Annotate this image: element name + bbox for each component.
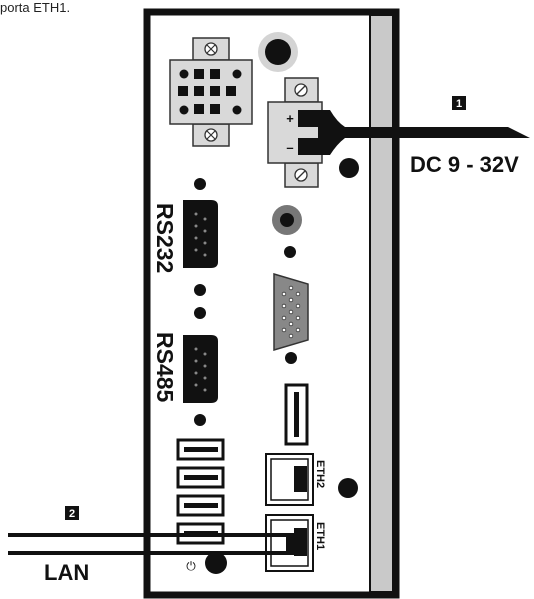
eth1-label: ETH1 (314, 522, 326, 550)
eth2-screw-dot (338, 478, 358, 498)
dc-voltage-label: DC 9 - 32V (410, 152, 519, 177)
callout-1-number: 1 (456, 98, 462, 110)
power-symbol: ⏻ (186, 559, 196, 573)
rs232-label: RS232 (152, 203, 178, 273)
lan-label: LAN (44, 560, 89, 585)
callout-1: 1 (452, 96, 466, 110)
power-button: ⏻ (186, 552, 227, 574)
multi-pin-connector (169, 37, 253, 147)
rs232-port: RS232 (152, 178, 218, 296)
usb-port-vertical (284, 383, 309, 446)
callout-2-number: 2 (69, 508, 75, 520)
audio-jack (272, 205, 302, 258)
rs485-label: RS485 (152, 332, 178, 403)
dc-plus-label: + (286, 111, 294, 126)
vga-port (273, 272, 309, 364)
callout-2: 2 (65, 506, 79, 520)
power-button-knob (205, 552, 227, 574)
rs485-port: RS485 (152, 307, 218, 426)
dc-minus-label: – (286, 140, 293, 155)
lan-cable (8, 533, 294, 555)
round-knob (258, 32, 298, 72)
caption-text: porta ETH1. (0, 0, 71, 15)
eth2-port: ETH2 (265, 453, 326, 506)
dc-screw-dot (339, 158, 359, 178)
eth2-label: ETH2 (314, 460, 326, 488)
dc-power-cable (298, 110, 530, 155)
